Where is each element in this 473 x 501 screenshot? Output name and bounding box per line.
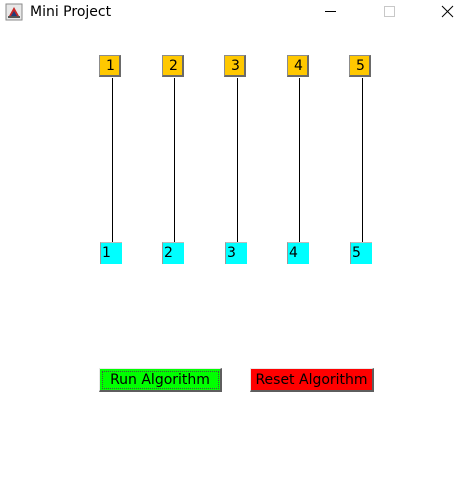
top-node[interactable]: 2 (162, 55, 184, 77)
top-node[interactable]: 3 (224, 55, 246, 77)
bottom-node[interactable]: 4 (287, 242, 309, 264)
wire-4 (299, 78, 300, 242)
wire-5 (362, 78, 363, 242)
bottom-node[interactable]: 1 (100, 242, 122, 264)
java-coffee-cup-icon (5, 3, 23, 21)
wire-1 (112, 78, 113, 242)
bottom-node[interactable]: 3 (225, 242, 247, 264)
close-icon (441, 5, 454, 18)
top-node[interactable]: 5 (349, 55, 371, 77)
network-canvas: 1 2 3 4 5 1 2 3 4 5 Run Algorithm Reset … (0, 24, 473, 501)
bottom-node[interactable]: 5 (350, 242, 372, 264)
close-button[interactable] (424, 0, 470, 24)
bottom-node[interactable]: 2 (162, 242, 184, 264)
reset-algorithm-button[interactable]: Reset Algorithm (250, 368, 374, 392)
top-node[interactable]: 4 (287, 55, 309, 77)
wire-2 (174, 78, 175, 242)
run-algorithm-button[interactable]: Run Algorithm (99, 368, 222, 392)
title-bar: Mini Project (0, 0, 473, 24)
maximize-icon (384, 6, 395, 17)
minimize-button[interactable] (308, 0, 354, 24)
window-title: Mini Project (30, 4, 112, 20)
maximize-button[interactable] (366, 0, 412, 24)
wire-3 (237, 78, 238, 242)
top-node[interactable]: 1 (99, 55, 121, 77)
minimize-icon (325, 11, 336, 12)
